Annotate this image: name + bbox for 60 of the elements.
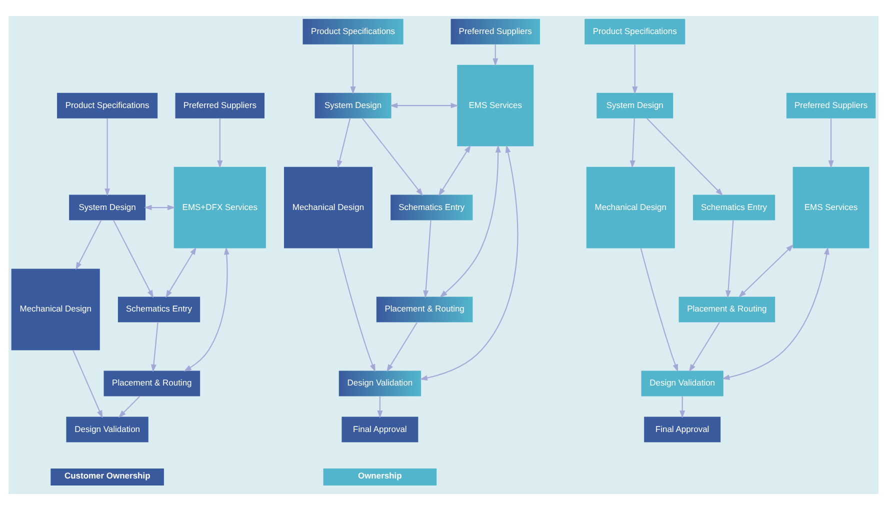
node-box: Schematics Entry (692, 194, 776, 220)
node-box: Preferred Suppliers (175, 92, 265, 118)
node-box: Placement & Routing (104, 370, 200, 396)
node-box: Schematics Entry (390, 194, 473, 220)
arrow (72, 350, 103, 418)
node-box: Product Specifications (57, 92, 158, 118)
arrow (492, 44, 498, 66)
node-box: Preferred Suppliers (786, 92, 876, 118)
node-box: Product Specifications (584, 18, 686, 44)
arrow (350, 44, 356, 94)
arrow (646, 118, 724, 196)
arrow (640, 248, 678, 372)
node-box: Design Validation (641, 370, 724, 396)
node-box: Preferred Suppliers (450, 18, 540, 44)
arrow (76, 220, 102, 270)
arrow (420, 144, 518, 380)
legend-label: Customer Ownership (64, 470, 150, 480)
arrow (726, 220, 734, 298)
arrow (362, 118, 424, 196)
node-box: Mechanical Design (586, 166, 675, 248)
arrow (144, 204, 176, 210)
arrow (390, 102, 459, 108)
node-box: Placement & Routing (678, 296, 776, 322)
arrow (680, 396, 686, 418)
arrow (377, 396, 383, 418)
arrow (630, 118, 636, 168)
node-box: EMS Services (792, 166, 870, 248)
arrow (828, 118, 834, 168)
arrow (184, 246, 230, 372)
arrow (688, 322, 720, 372)
arrow (118, 396, 140, 418)
node-box: System Design (596, 92, 674, 118)
node-box: Design Validation (338, 370, 422, 396)
arrow (217, 118, 223, 168)
node-box: Final Approval (644, 416, 721, 442)
node-box: Mechanical Design (11, 268, 100, 350)
arrow (166, 246, 196, 298)
arrow (738, 244, 794, 298)
node-box: System Design (69, 194, 146, 220)
node-box: Mechanical Design (284, 166, 372, 248)
legend-label: Ownership (358, 470, 402, 480)
arrow (438, 144, 471, 196)
arrow (423, 220, 432, 298)
arrow (338, 248, 376, 372)
arrow (440, 144, 501, 298)
arrow (150, 322, 158, 372)
node-box: Design Validation (66, 416, 148, 442)
node-box: Placement & Routing (376, 296, 473, 322)
arrow (386, 322, 418, 372)
arrow (104, 118, 110, 196)
arrow (632, 44, 638, 94)
node-box: Final Approval (342, 416, 418, 442)
node-box: System Design (314, 92, 392, 118)
arrow (722, 246, 830, 380)
arrow (113, 220, 154, 298)
node-box: Product Specifications (302, 18, 404, 44)
node-box: Schematics Entry (118, 296, 200, 322)
node-box: EMS+DFX Services (174, 166, 266, 248)
arrow (337, 118, 351, 168)
node-box: EMS Services (457, 64, 534, 146)
